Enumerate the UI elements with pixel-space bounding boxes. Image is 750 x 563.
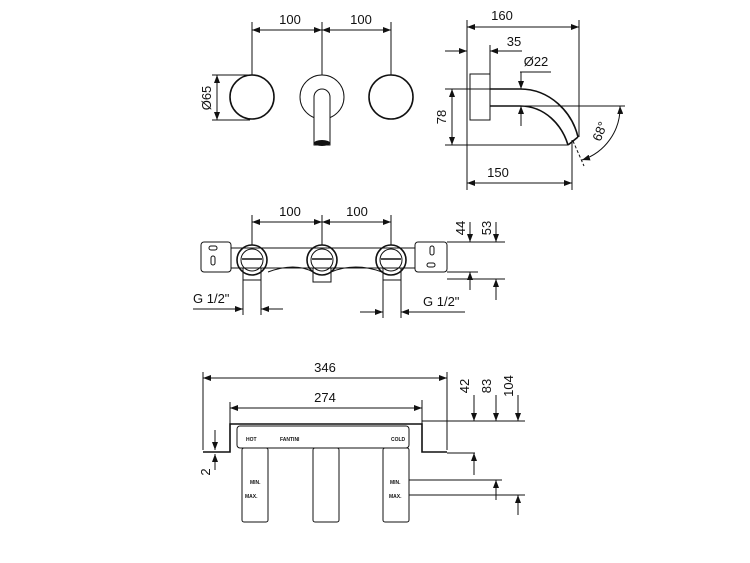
dim-diameter: Ø65	[199, 86, 214, 111]
label-max-cold: MAX.	[389, 494, 402, 500]
side-view: 160 35 Ø22 78 150 68°	[434, 8, 625, 190]
riser-cold	[382, 447, 410, 523]
label-min-cold: MIN.	[390, 480, 401, 486]
valve-middle	[306, 244, 338, 276]
dim-plate-depth: 35	[507, 34, 521, 49]
dim-spacing-left: 100	[279, 204, 301, 219]
handle-right	[368, 74, 414, 120]
dim-height: 78	[434, 110, 449, 124]
label-brand: FANTINI	[280, 437, 300, 443]
label-min-hot: MIN.	[250, 480, 261, 486]
dim-spacing-left: 100	[279, 12, 301, 27]
riser-middle	[312, 447, 340, 523]
label-cold: COLD	[391, 437, 406, 443]
dim-offset: 2	[198, 468, 213, 475]
valve-left	[236, 244, 268, 276]
dim-depth-83: 83	[479, 379, 494, 393]
spout-front	[313, 88, 331, 146]
valve-right	[375, 244, 407, 276]
riser-hot	[241, 447, 269, 523]
dim-depth-42: 42	[457, 379, 472, 393]
spout-bottom	[490, 105, 569, 146]
bracket	[203, 423, 447, 453]
rough-in-top-view: 100 100 44 53 G 1/2" G 1/2"	[193, 204, 505, 318]
handle-left	[229, 74, 275, 120]
dim-depth-44: 44	[453, 221, 468, 235]
dim-length-total: 160	[491, 8, 513, 23]
dim-spacing-right: 100	[350, 12, 372, 27]
label-hot: HOT	[246, 437, 257, 443]
rough-in-front-view: 346 274 HOT FANTINI COLD MIN. MAX. MIN. …	[198, 360, 525, 523]
dim-depth-104: 104	[501, 375, 516, 397]
spout-top	[490, 88, 579, 138]
dim-width-total: 346	[314, 360, 336, 375]
dim-width-inner: 274	[314, 390, 336, 405]
dim-thread-left: G 1/2"	[193, 291, 230, 306]
dim-spacing-right: 100	[346, 204, 368, 219]
front-view: 100 100 Ø65	[199, 12, 414, 146]
dim-reach: 150	[487, 165, 509, 180]
dim-depth-53: 53	[479, 221, 494, 235]
wall-plate	[469, 73, 491, 121]
dim-spout-diameter: Ø22	[524, 54, 549, 69]
dim-angle: 68°	[589, 119, 610, 143]
dim-thread-right: G 1/2"	[423, 294, 460, 309]
label-max-hot: MAX.	[245, 494, 258, 500]
